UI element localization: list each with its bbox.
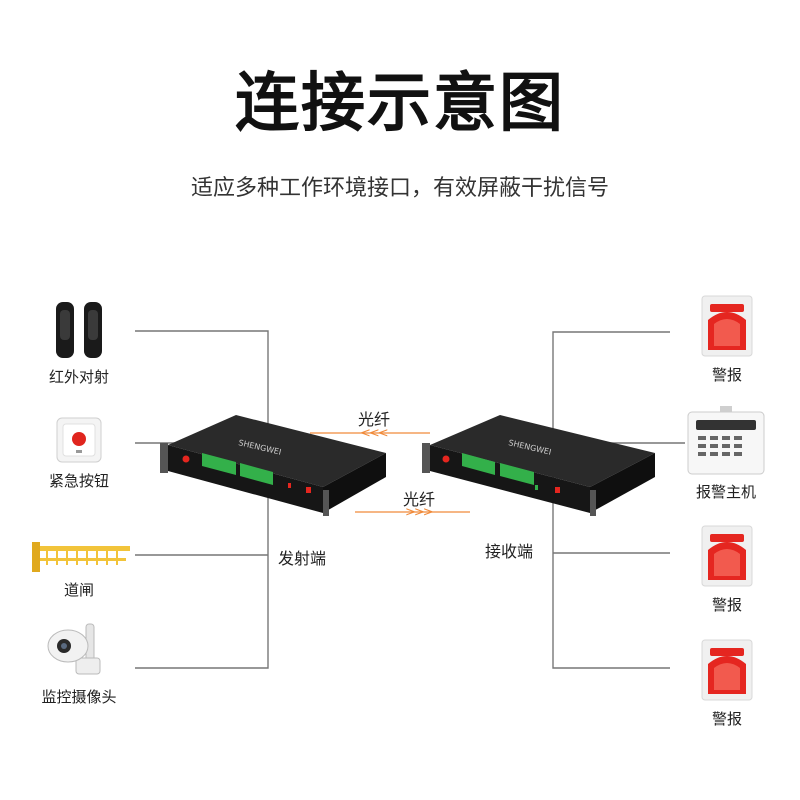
right-device-label-2: 报警主机 — [695, 483, 757, 501]
receiver-device — [420, 415, 660, 523]
receiver-label: 接收端 — [485, 542, 534, 561]
transmitter-label: 发射端 — [278, 549, 327, 568]
barrier-gate-icon — [32, 538, 132, 574]
left-bus-wire — [135, 330, 269, 669]
surveillance-camera-icon — [46, 622, 108, 678]
fiber-arrows-left: <<< — [360, 426, 389, 441]
transmitter-device — [158, 415, 388, 523]
fiber-label-top: 光纤 — [358, 410, 391, 429]
left-device-label-1: 红外对射 — [48, 368, 110, 386]
fiber-arrows-right: >>> — [405, 505, 434, 520]
alarm-host-icon — [686, 406, 766, 476]
alarm-siren-icon — [700, 638, 754, 702]
left-device-label-3: 道闸 — [63, 581, 95, 599]
fiber-label-bottom: 光纤 — [403, 490, 436, 509]
alarm-siren-icon — [700, 294, 754, 358]
page-subtitle: 适应多种工作环境接口，有效屏蔽干扰信号 — [190, 176, 609, 201]
right-device-label-3: 警报 — [711, 596, 743, 614]
emergency-button-icon — [55, 416, 103, 464]
left-device-label-4: 监控摄像头 — [41, 688, 117, 706]
page-title: 连接示意图 — [235, 67, 565, 141]
left-device-label-2: 紧急按钮 — [48, 472, 110, 490]
right-device-label-1: 警报 — [711, 366, 743, 384]
infrared-beam-detector-icon — [52, 300, 106, 360]
alarm-siren-icon — [700, 524, 754, 588]
right-device-label-4: 警报 — [711, 710, 743, 728]
